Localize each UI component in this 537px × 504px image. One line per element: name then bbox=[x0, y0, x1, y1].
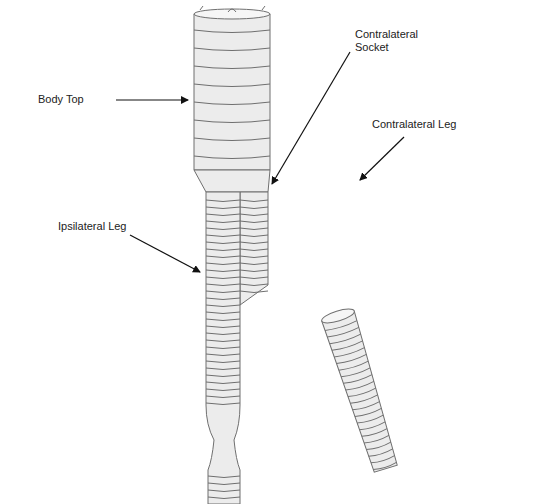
stent-ring bbox=[334, 348, 365, 359]
stent-ring bbox=[240, 200, 268, 202]
stent-ring bbox=[240, 284, 268, 286]
stent-ring bbox=[208, 490, 240, 492]
stent-ring bbox=[339, 361, 369, 371]
stent-ring bbox=[194, 66, 270, 69]
part-label: Contralateral Socket bbox=[355, 28, 435, 54]
stent-ring bbox=[206, 256, 240, 258]
leader-arrow bbox=[116, 99, 188, 100]
stent-ring bbox=[348, 388, 376, 398]
stent-ring bbox=[206, 389, 240, 391]
stent-ring bbox=[240, 221, 268, 223]
stent-ring bbox=[240, 263, 268, 265]
stent-ring bbox=[194, 84, 270, 87]
part-label: Contralateral Leg bbox=[372, 118, 456, 131]
stent-ring bbox=[240, 277, 268, 279]
stent-ring bbox=[206, 228, 240, 230]
stent-ring bbox=[206, 235, 240, 237]
stent-ring bbox=[350, 395, 378, 405]
stent-ring bbox=[206, 396, 240, 398]
stent-ring bbox=[373, 462, 397, 471]
stent-ring bbox=[240, 270, 268, 272]
stent-ring bbox=[337, 354, 367, 365]
stent-ring bbox=[359, 422, 385, 431]
stent-ring bbox=[206, 284, 240, 286]
stent-ring bbox=[362, 429, 388, 438]
stent-ring bbox=[194, 138, 270, 141]
stent-ring bbox=[206, 403, 240, 405]
leader-arrow bbox=[360, 137, 404, 180]
stent-ring bbox=[240, 249, 268, 251]
stent-ring bbox=[206, 249, 240, 251]
stent-ring bbox=[366, 442, 391, 451]
stent-ring bbox=[206, 319, 240, 321]
stent-ring bbox=[194, 156, 270, 159]
ipsilateral-leg bbox=[206, 192, 240, 504]
contralateral-leg bbox=[320, 306, 401, 474]
body-top-rim bbox=[194, 9, 270, 19]
stent-ring bbox=[240, 291, 268, 293]
stent-ring bbox=[194, 120, 270, 123]
stent-ring bbox=[206, 354, 240, 356]
stent-ring bbox=[240, 256, 268, 258]
stent-ring bbox=[206, 221, 240, 223]
bifurcation-cone bbox=[194, 170, 270, 192]
stent-ring bbox=[206, 277, 240, 279]
stent-ring bbox=[206, 298, 240, 300]
stent-ring bbox=[194, 48, 270, 51]
rim-hooks bbox=[200, 6, 265, 12]
leader-arrow bbox=[272, 52, 350, 184]
stent-ring bbox=[206, 270, 240, 272]
contralateral-socket bbox=[240, 192, 268, 305]
stent-ring bbox=[206, 375, 240, 377]
stent-ring bbox=[371, 456, 395, 465]
stent-ring bbox=[208, 476, 240, 478]
stent-ring bbox=[208, 483, 240, 485]
stent-ring bbox=[343, 375, 372, 385]
stent-ring bbox=[206, 242, 240, 244]
stent-ring bbox=[240, 228, 268, 230]
stent-ring bbox=[206, 347, 240, 349]
stent-ring bbox=[341, 368, 370, 378]
body-top bbox=[194, 14, 270, 170]
stent-ring bbox=[206, 291, 240, 293]
stent-ring bbox=[208, 497, 240, 499]
stent-ring bbox=[194, 30, 270, 33]
stent-ring bbox=[206, 200, 240, 202]
stent-ring bbox=[206, 382, 240, 384]
stent-ring bbox=[206, 207, 240, 209]
stent-ring bbox=[240, 235, 268, 237]
stent-ring bbox=[369, 449, 393, 458]
stent-ring bbox=[240, 207, 268, 209]
stent-ring bbox=[194, 102, 270, 105]
stent-ring bbox=[206, 326, 240, 328]
stent-ring bbox=[206, 214, 240, 216]
stent-ring bbox=[240, 214, 268, 216]
stent-ring bbox=[206, 368, 240, 370]
stent-ring bbox=[346, 381, 375, 391]
stent-ring bbox=[206, 305, 240, 307]
part-label: Body Top bbox=[38, 93, 84, 106]
stent-ring bbox=[206, 263, 240, 265]
stent-ring bbox=[357, 415, 383, 424]
stent-ring bbox=[206, 312, 240, 314]
stent-ring bbox=[206, 333, 240, 335]
stent-ring bbox=[240, 242, 268, 244]
stent-ring bbox=[206, 340, 240, 342]
stent-ring bbox=[353, 402, 380, 412]
part-label: Ipsilateral Leg bbox=[58, 220, 127, 233]
stent-ring bbox=[206, 361, 240, 363]
stent-ring bbox=[364, 435, 389, 444]
leader-arrow bbox=[130, 235, 200, 272]
stent-ring bbox=[355, 408, 382, 418]
